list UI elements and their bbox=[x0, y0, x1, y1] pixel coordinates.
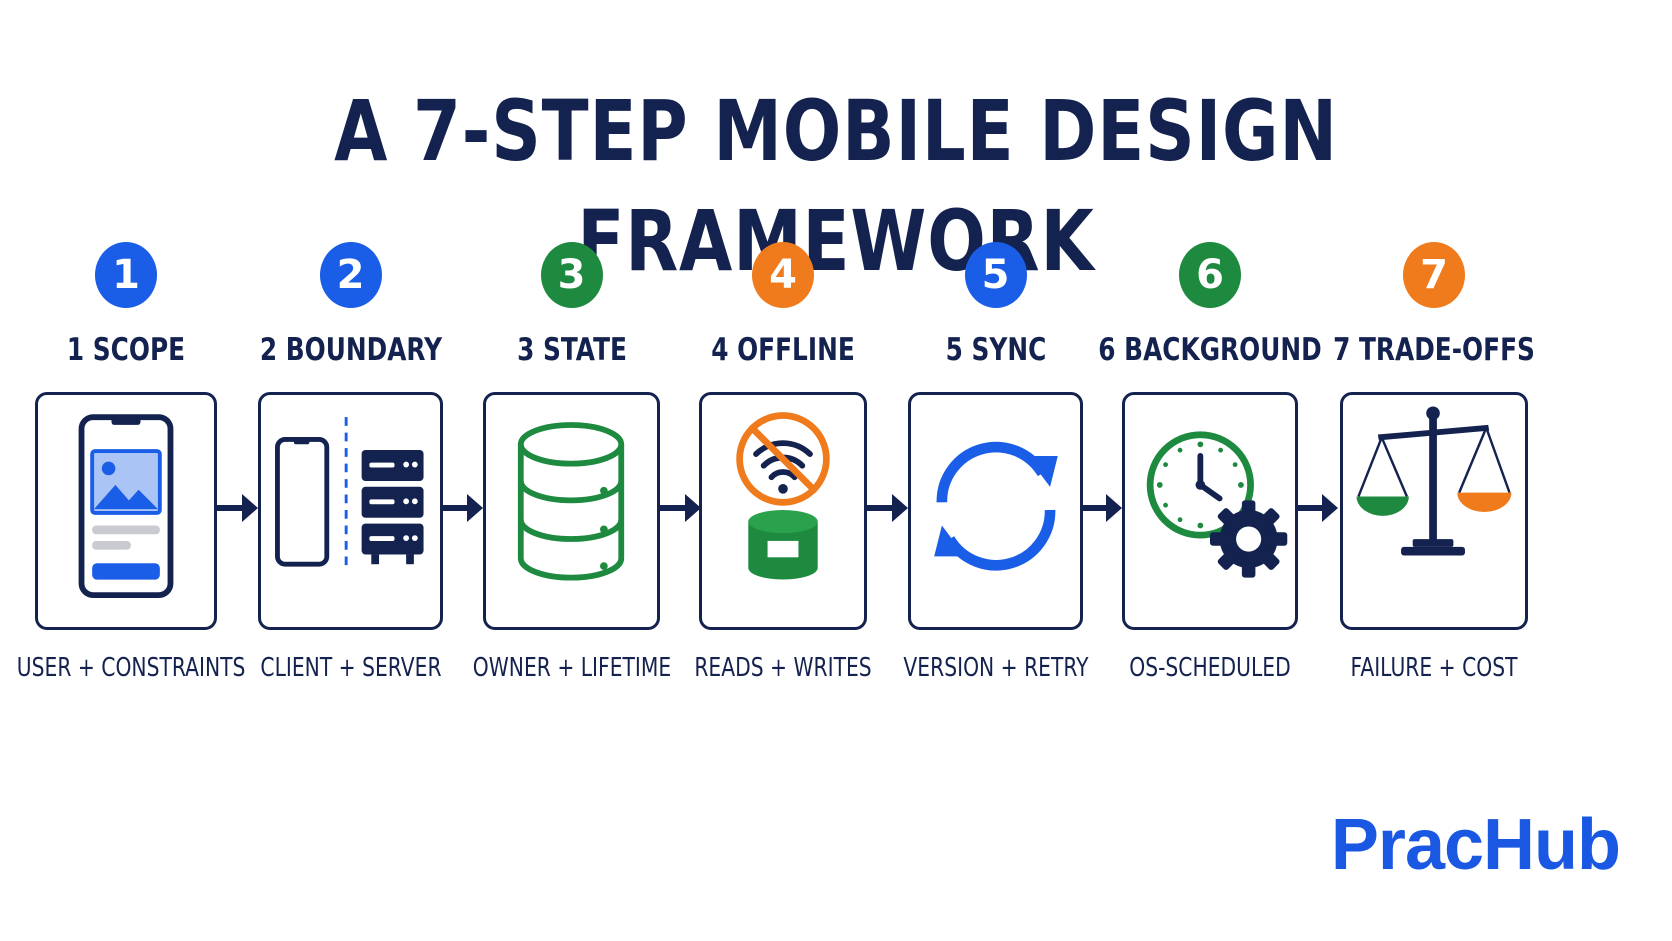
step-2-caption: CLIENT + SERVER bbox=[259, 653, 442, 683]
step-5-label: 5 SYNC bbox=[945, 332, 1046, 368]
step-4-badge: 4 bbox=[752, 242, 814, 308]
step-4-card bbox=[699, 392, 867, 630]
step-2: 2 2 BOUNDARY CLIENT + SERVER bbox=[258, 0, 443, 941]
arrow-6-to-7 bbox=[1296, 494, 1338, 522]
arrow-2-to-3 bbox=[441, 494, 483, 522]
step-3: 3 3 STATE OWNER + LIFETIME bbox=[472, 0, 671, 941]
step-2-card bbox=[258, 392, 443, 630]
step-4: 4 4 OFFLINE READS + WRITES bbox=[694, 0, 872, 941]
scales-icon bbox=[1356, 406, 1512, 556]
step-6-card bbox=[1122, 392, 1298, 630]
step-2-label: 2 BOUNDARY bbox=[259, 332, 442, 368]
brand-logo: PracHub bbox=[1330, 805, 1621, 885]
phone-icon bbox=[78, 414, 174, 599]
step-7-badge: 7 bbox=[1403, 242, 1465, 308]
step-5-caption: VERSION + RETRY bbox=[902, 653, 1089, 683]
step-5: 5 5 SYNC VERSION + RETRY bbox=[903, 0, 1088, 941]
client-server-icon bbox=[275, 417, 424, 567]
step-6-label: 6 BACKGROUND bbox=[1098, 332, 1322, 368]
step-1-label: 1 SCOPE bbox=[66, 332, 186, 368]
clock-gear-icon bbox=[1146, 431, 1288, 578]
step-1-card bbox=[35, 392, 217, 630]
step-7-label: 7 TRADE-OFFS bbox=[1333, 332, 1535, 368]
sync-icon bbox=[934, 441, 1058, 571]
step-5-card bbox=[908, 392, 1083, 630]
step-5-badge: 5 bbox=[964, 242, 1027, 308]
step-6: 6 6 BACKGROUND bbox=[1098, 0, 1322, 941]
database-icon bbox=[517, 422, 625, 581]
step-1: 1 1 SCOPE USER + CONSTRAINTS bbox=[17, 0, 245, 941]
step-3-badge: 3 bbox=[540, 242, 603, 308]
step-1-caption: USER + CONSTRAINTS bbox=[16, 653, 246, 683]
step-3-card bbox=[483, 392, 660, 630]
step-3-label: 3 STATE bbox=[516, 332, 627, 368]
arrow-4-to-5 bbox=[866, 494, 908, 522]
step-7-caption: FAILURE + COST bbox=[1350, 653, 1518, 683]
step-7-card bbox=[1340, 392, 1528, 630]
no-wifi-icon bbox=[736, 412, 830, 580]
page-title: A 7-STEP MOBILE DESIGN FRAMEWORK bbox=[334, 82, 1338, 290]
step-6-caption: OS-SCHEDULED bbox=[1129, 653, 1291, 683]
step-2-badge: 2 bbox=[319, 242, 382, 308]
arrow-5-to-6 bbox=[1080, 494, 1122, 522]
step-1-badge: 1 bbox=[95, 242, 157, 308]
step-6-badge: 6 bbox=[1179, 242, 1241, 308]
step-7: 7 7 TRADE-OFFS FAILURE + COST bbox=[1333, 0, 1535, 941]
arrow-1-to-2 bbox=[216, 494, 258, 522]
step-4-label: 4 OFFLINE bbox=[711, 332, 855, 368]
step-3-caption: OWNER + LIFETIME bbox=[472, 653, 671, 683]
arrow-3-to-4 bbox=[659, 494, 701, 522]
step-4-caption: READS + WRITES bbox=[694, 653, 872, 683]
